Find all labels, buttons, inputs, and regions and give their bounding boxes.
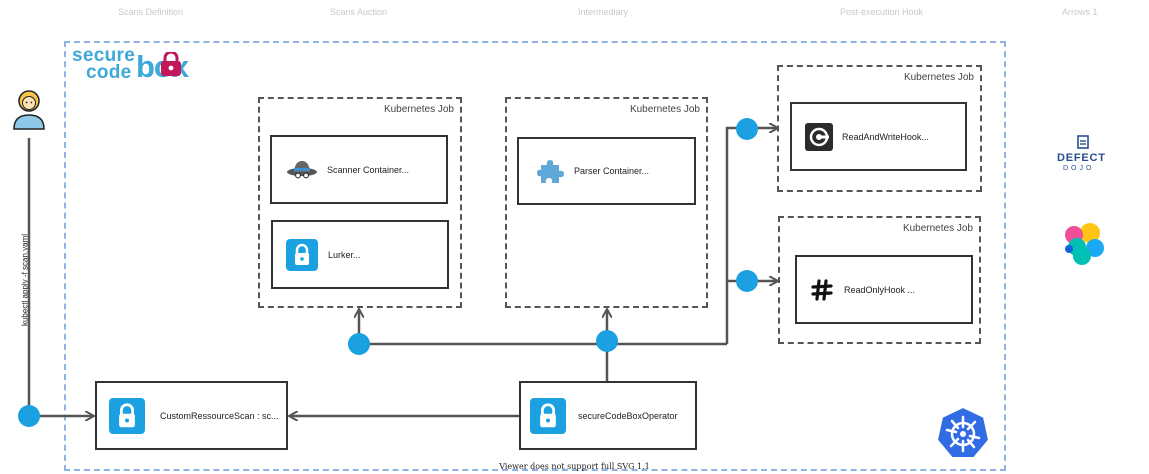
logo-lock-icon xyxy=(161,52,181,76)
lock-icon xyxy=(530,397,566,434)
logo-word-secure: secure xyxy=(72,45,136,66)
operator-box[interactable]: secureCodeBoxOperator xyxy=(519,381,697,450)
header-label-scans-auction: Scans Auction xyxy=(330,7,388,17)
header-label-arrows: Arrows 1 xyxy=(1062,7,1098,17)
header-label-scans-definition: Scans Definition xyxy=(118,7,184,17)
cluster-frame xyxy=(64,41,1006,471)
connector-dot xyxy=(596,330,618,352)
read-only-hook-label: ReadOnlyHook ... xyxy=(844,284,916,295)
elastic-icon xyxy=(1065,223,1104,265)
connector-dot xyxy=(736,270,758,292)
lock-icon xyxy=(286,238,318,271)
custom-resource-scan-box[interactable]: CustomRessourceScan : sc... xyxy=(95,381,288,450)
kubernetes-icon xyxy=(935,405,991,459)
job-label: Kubernetes Job xyxy=(629,104,700,115)
parser-container-label: Parser Container... xyxy=(574,166,650,176)
read-write-hook-box[interactable]: ReadAndWriteHook... xyxy=(790,102,967,171)
defectdojo-icon: DEFECT DOJO xyxy=(1052,134,1112,178)
scanner-container-box[interactable]: Scanner Container... xyxy=(270,135,448,204)
job-label: Kubernetes Job xyxy=(383,104,454,115)
read-only-hook-box[interactable]: ReadOnlyHook ... xyxy=(795,255,973,324)
lurker-label: Lurker... xyxy=(328,249,361,260)
securecodebox-logo: secure code box xyxy=(72,45,212,84)
defectdojo-text: DEFECT xyxy=(1057,152,1106,164)
logo-word-code: code xyxy=(86,62,132,83)
puzzle-icon xyxy=(537,160,564,183)
connector-dot xyxy=(736,118,758,140)
job-label: Kubernetes Job xyxy=(902,223,973,234)
header-label-intermediary: Intermediary xyxy=(578,7,629,17)
spy-icon xyxy=(287,160,317,178)
svg-viewer-notice: Viewer does not support full SVG 1.1 xyxy=(499,462,650,471)
lock-icon xyxy=(109,397,145,434)
connector-dot xyxy=(18,405,40,427)
custom-resource-scan-label: CustomRessourceScan : sc... xyxy=(160,410,279,421)
scanner-container-label: Scanner Container... xyxy=(327,164,410,175)
connector-dot xyxy=(348,333,370,355)
operator-label: secureCodeBoxOperator xyxy=(578,410,678,421)
hook-icon xyxy=(805,122,833,151)
read-write-hook-label: ReadAndWriteHook... xyxy=(842,131,929,142)
parser-container-box[interactable]: Parser Container... xyxy=(517,137,696,205)
header-label-post-execution-hook: Post-execution Hook xyxy=(840,7,924,17)
job-label: Kubernetes Job xyxy=(903,72,974,83)
defectdojo-subtext: DOJO xyxy=(1063,165,1095,172)
user-icon xyxy=(13,90,45,130)
slack-icon xyxy=(811,278,833,301)
lurker-box[interactable]: Lurker... xyxy=(271,220,449,289)
